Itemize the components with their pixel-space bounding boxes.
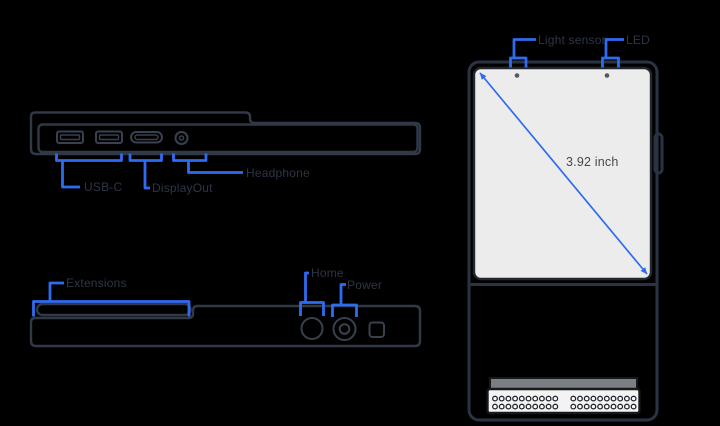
headphone-jack (174, 131, 189, 145)
connector-pin (525, 403, 532, 410)
led-bracket (601, 56, 620, 68)
connector-pin (617, 395, 624, 402)
usb-bracket (55, 153, 123, 162)
connector-pin (512, 403, 519, 410)
extensions-bracket (32, 300, 191, 317)
connector-pin (498, 395, 505, 402)
extension-slot (35, 302, 192, 317)
connector-pin (597, 403, 604, 410)
top-edge-face (37, 123, 419, 154)
connector-pin (570, 403, 577, 410)
power-button-inner (338, 323, 351, 335)
screen-diagonal-label: 3.92 inch (566, 155, 619, 169)
bottom-connector (486, 387, 641, 415)
power-bracket-stem (339, 283, 346, 305)
connector-pin (538, 403, 545, 410)
light-sensor-dot (514, 73, 520, 78)
connector-pin (630, 395, 637, 402)
connector-pins (492, 395, 637, 410)
light-sensor-bracket (509, 56, 528, 68)
connector-pin (532, 403, 539, 410)
display-bracket-stem (143, 160, 150, 190)
led-dot (604, 73, 610, 78)
extensions-label: Extensions (66, 276, 127, 290)
home-bracket (299, 301, 325, 316)
connector-pin (617, 403, 624, 410)
connector-pin (545, 395, 552, 402)
top-edge-outline (29, 111, 422, 156)
light-sensor-bracket-stem (512, 38, 536, 58)
connector-pin (532, 395, 539, 402)
connector-pin (525, 395, 532, 402)
connector-pin (623, 403, 630, 410)
diagonal-arrow (479, 72, 648, 275)
usb-bracket-stem (61, 160, 80, 189)
connector-pin (518, 395, 525, 402)
connector-pin (518, 403, 525, 410)
device-front-outline (467, 60, 659, 422)
usb-c-label: USB-C (84, 180, 123, 194)
bottom-edge-outline (29, 304, 422, 348)
home-label: Home (311, 266, 344, 280)
home-button-shape (300, 317, 324, 340)
connector-pin (505, 403, 512, 410)
side-button (653, 132, 664, 175)
connector-pin (610, 395, 617, 402)
connector-pin (583, 395, 590, 402)
headphone-bracket-stem (187, 160, 243, 174)
headphone-label: Headphone (246, 166, 310, 180)
connector-pin (623, 395, 630, 402)
headphone-jack-hole (178, 135, 185, 141)
connector-pin (498, 403, 505, 410)
usb-port-1-tongue (59, 134, 81, 141)
led-bracket-stem (604, 38, 624, 58)
usb-c-port-inner (134, 134, 159, 141)
connector-pin (603, 403, 610, 410)
power-bracket (331, 303, 358, 317)
extensions-bracket-stem (48, 281, 64, 302)
connector-pin (545, 403, 552, 410)
power-button-shape (332, 317, 357, 341)
connector-pin (552, 403, 559, 410)
connector-pin (505, 395, 512, 402)
connector-pin (492, 403, 498, 410)
connector-pin (538, 395, 545, 402)
light-sensor-label: Light sensor (538, 33, 606, 47)
connector-pin (610, 403, 617, 410)
home-bracket-stem (304, 271, 309, 303)
connector-pin (597, 395, 604, 402)
connector-pin (512, 395, 519, 402)
power-label: Power (347, 278, 383, 292)
usb-port-2-tongue (98, 134, 120, 141)
usb-port-2 (95, 130, 123, 144)
connector-pin (577, 403, 583, 410)
display-out-label: DisplayOut (152, 181, 213, 195)
connector-pin (590, 403, 597, 410)
small-square-port (368, 321, 385, 338)
led-label: LED (626, 33, 650, 47)
connector-pin (577, 395, 583, 402)
connector-pin (570, 395, 577, 402)
connector-pin (603, 395, 610, 402)
connector-pin (630, 403, 637, 410)
connector-pin (552, 395, 559, 402)
usb-c-port (130, 131, 163, 144)
connector-pin (583, 403, 590, 410)
connector-pin (590, 395, 597, 402)
connector-pin (492, 395, 498, 402)
usb-port-1 (56, 130, 84, 144)
